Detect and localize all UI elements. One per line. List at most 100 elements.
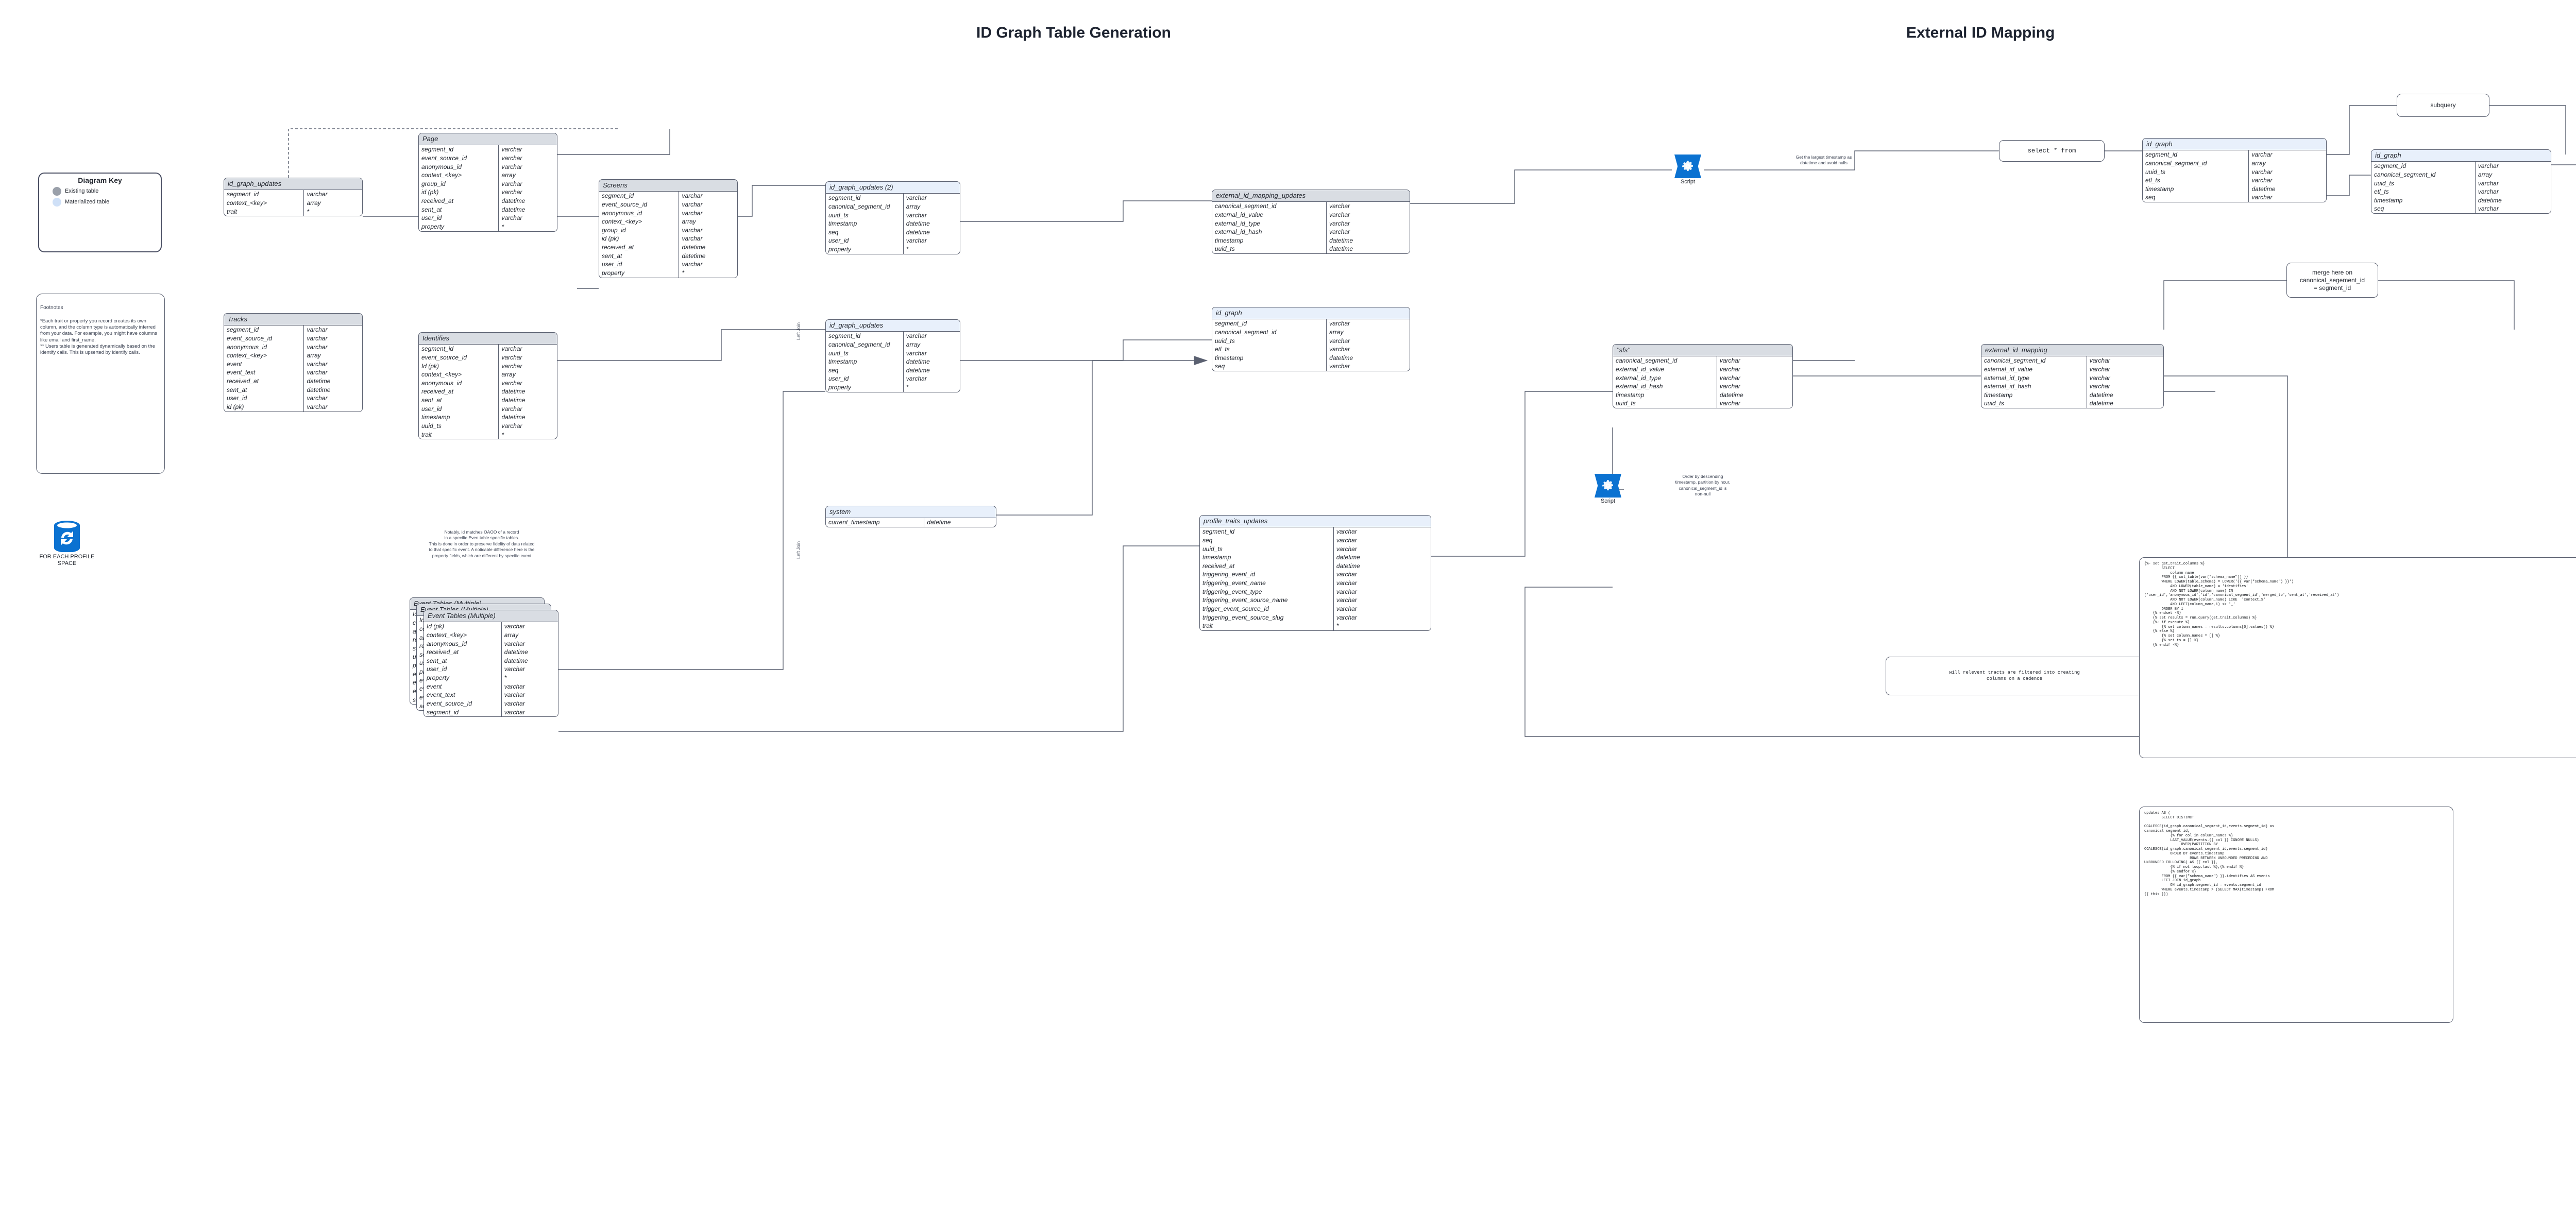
er-table-title: id_graph xyxy=(2143,139,2326,151)
column-name: uuid_ts xyxy=(1981,399,2087,408)
column-name: seq xyxy=(826,228,904,237)
script-node-2-label: Script xyxy=(1600,498,1616,504)
script-node-1-label: Script xyxy=(1680,179,1696,185)
column-name: segment_id xyxy=(419,345,499,353)
key-item-existing: Existing table xyxy=(53,186,157,196)
column-type: varchar xyxy=(2251,151,2273,159)
column-name: canonical_segment_id xyxy=(1212,328,1327,337)
column-name: timestamp xyxy=(1212,236,1327,245)
column-type: varchar xyxy=(501,422,522,430)
column-name: uuid_ts xyxy=(1200,544,1334,554)
column-type: varchar xyxy=(906,349,927,357)
column-name: trait xyxy=(1200,622,1334,630)
er-table-title: id_graph xyxy=(2371,150,2551,162)
column-type: varchar xyxy=(501,379,522,387)
column-type: * xyxy=(682,269,685,277)
column-type: varchar xyxy=(1329,363,1350,370)
er-table-title: id_graph_updates xyxy=(826,320,960,332)
column-type: varchar xyxy=(2089,365,2110,373)
column-name: external_id_value xyxy=(1212,210,1327,219)
column-type: varchar xyxy=(307,395,328,402)
column-type: datetime xyxy=(501,388,526,396)
subquery-pill[interactable]: subquery xyxy=(2397,94,2489,117)
column-type: datetime xyxy=(906,228,930,236)
column-type: datetime xyxy=(682,252,706,260)
column-name: context_<key> xyxy=(224,351,304,360)
oaoo-note: Notably, id matches OAOO of a record in … xyxy=(429,529,535,558)
column-type: datetime xyxy=(906,358,930,366)
column-name: anonymous_id xyxy=(419,379,499,388)
select-star-from-pill[interactable]: select * from xyxy=(1999,140,2105,162)
column-type: varchar xyxy=(1329,337,1350,345)
script-node-2[interactable]: Script xyxy=(1592,474,1624,504)
column-type: varchar xyxy=(906,375,927,383)
column-type: array xyxy=(501,371,516,379)
column-name: user_id xyxy=(826,236,904,245)
column-type: varchar xyxy=(2478,179,2499,187)
column-name: property xyxy=(826,383,904,392)
column-name: external_id_hash xyxy=(1981,382,2087,391)
column-name: canonical_segment_id xyxy=(1212,202,1327,211)
column-name: triggering_event_id xyxy=(1200,570,1334,579)
column-type: varchar xyxy=(2478,205,2499,213)
column-name: sent_at xyxy=(224,385,304,395)
column-type: array xyxy=(1329,328,1344,336)
column-name: seq xyxy=(826,366,904,375)
column-name: segment_id xyxy=(224,190,304,199)
column-name: segment_id xyxy=(224,325,304,334)
column-type: datetime xyxy=(2089,400,2113,407)
column-name: received_at xyxy=(1200,561,1334,571)
column-type: varchar xyxy=(682,261,703,268)
er-table-row: trait* xyxy=(224,207,362,216)
footnotes-text: *Each trait or property you record creat… xyxy=(40,318,158,356)
column-type: varchar xyxy=(1719,400,1740,407)
script-node-1[interactable]: Script xyxy=(1672,155,1704,185)
column-type: varchar xyxy=(1336,536,1357,544)
column-name: context_<key> xyxy=(419,370,499,379)
column-name: segment_id xyxy=(424,708,502,717)
column-type: varchar xyxy=(1336,596,1357,604)
er-table-row: id (pk)varchar xyxy=(224,402,362,412)
footnotes-box: Footnotes *Each trait or property you re… xyxy=(36,294,165,474)
left-join-vertical-label: Left Join xyxy=(796,322,801,340)
column-type: varchar xyxy=(501,154,522,162)
column-type: varchar xyxy=(1719,374,1740,382)
column-name: uuid_ts xyxy=(419,421,499,431)
column-type: varchar xyxy=(504,708,525,716)
column-type: varchar xyxy=(1719,383,1740,390)
